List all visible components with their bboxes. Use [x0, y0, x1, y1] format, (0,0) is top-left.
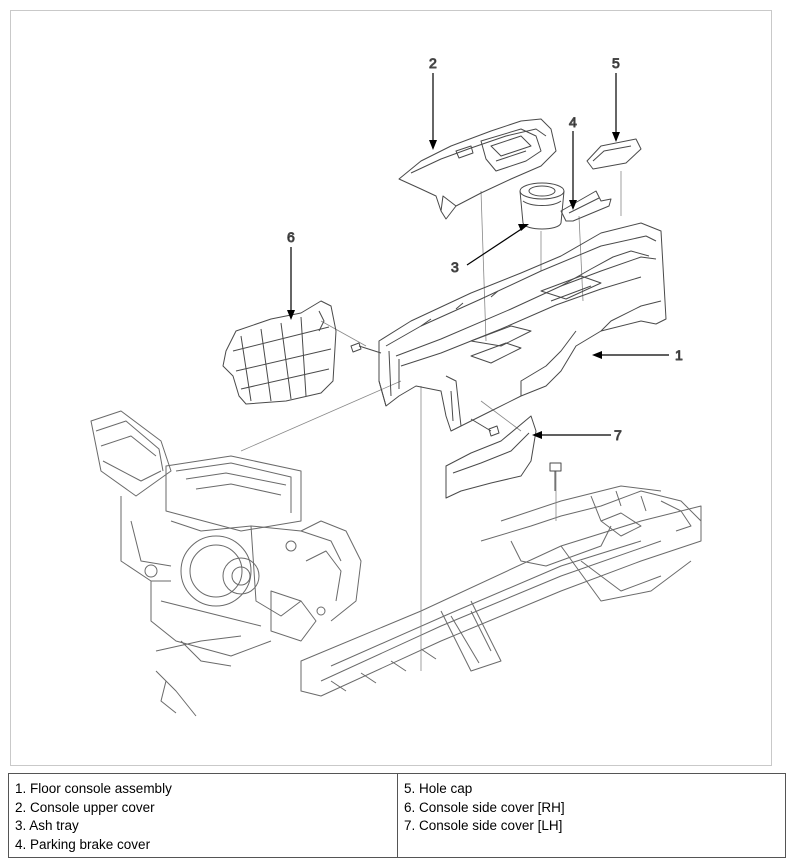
exploded-view-figure: 2 5 4 6 3 1 7 [10, 10, 772, 766]
callout-7: 7 [614, 427, 622, 443]
legend-item: 1. Floor console assembly [15, 781, 172, 796]
callout-4: 4 [569, 114, 577, 130]
legend-item: 6. Console side cover [RH] [404, 799, 565, 815]
legend-item: 4. Parking brake cover [15, 836, 151, 852]
parts-legend-table: 1. Floor console assembly 2. Console upp… [8, 773, 786, 858]
callout-5: 5 [612, 55, 620, 71]
legend-column-right: 5. Hole cap 6. Console side cover [RH] 7… [398, 774, 785, 857]
legend-item: 7. Console side cover [LH] [404, 818, 563, 833]
legend-item: 2. Console upper cover [15, 799, 155, 815]
exploded-view-drawing: 2 5 4 6 3 1 7 [90, 55, 702, 717]
screw-fastener [350, 342, 382, 354]
console-side-cover-lh [445, 415, 537, 499]
callout-3: 3 [451, 259, 459, 275]
ash-tray [519, 182, 565, 230]
callout-1: 1 [675, 347, 683, 363]
reference-lines [240, 171, 622, 671]
legend-column-left: 1. Floor console assembly 2. Console upp… [9, 774, 398, 857]
hole-cap [586, 138, 642, 170]
legend-item: 5. Hole cap [404, 781, 473, 796]
floor-console-assembly [378, 222, 667, 432]
console-side-cover-rh [222, 300, 337, 405]
bolt-fastener [549, 462, 562, 491]
legend-item: 3. Ash tray [15, 818, 79, 833]
screw-fastener [470, 418, 500, 437]
callout-2: 2 [429, 55, 437, 71]
heater-unit [90, 410, 362, 717]
leader-arrowheads [287, 132, 620, 439]
leader-lines [290, 73, 669, 436]
floor-frame [300, 485, 702, 697]
console-upper-cover [398, 118, 557, 220]
parking-brake-cover [560, 190, 612, 222]
callout-6: 6 [287, 229, 295, 245]
